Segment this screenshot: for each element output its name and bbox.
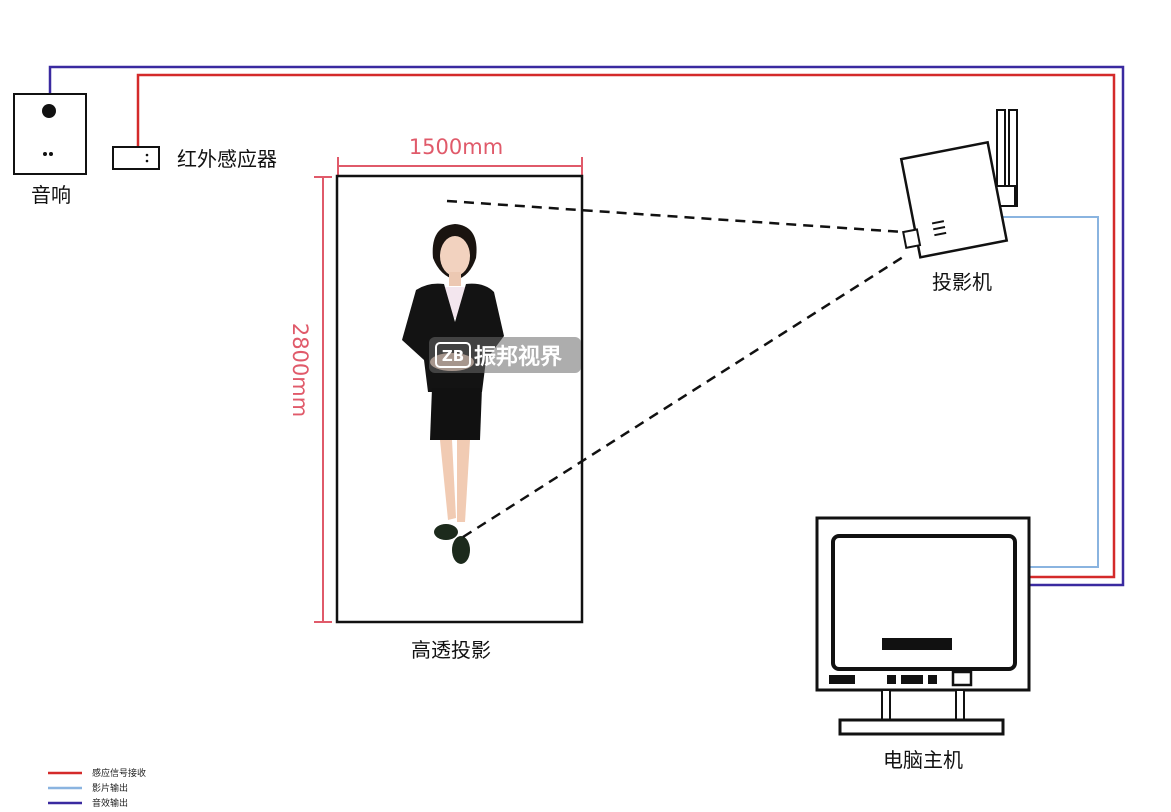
ir-sensor-icon bbox=[112, 146, 160, 170]
width-dimension-line bbox=[337, 157, 583, 175]
legend-label-video: 影片输出 bbox=[92, 782, 128, 794]
ir-sensor-label: 红外感应器 bbox=[177, 147, 277, 171]
watermark-text: 振邦视界 bbox=[474, 344, 562, 370]
width-dimension-label: 1500mm bbox=[409, 135, 503, 159]
screen-label: 高透投影 bbox=[411, 638, 491, 662]
watermark-logo: ZB bbox=[429, 337, 581, 373]
signal-receive-line bbox=[136, 73, 1116, 579]
legend: 感应信号接收 影片输出 音效输出 bbox=[48, 767, 146, 809]
speaker-label: 音响 bbox=[31, 183, 71, 207]
height-dimension-line bbox=[314, 176, 332, 623]
projector-icon bbox=[899, 109, 1018, 259]
video-output-line bbox=[998, 216, 1099, 568]
speaker-icon bbox=[13, 93, 87, 175]
computer-label: 电脑主机 bbox=[883, 748, 963, 772]
legend-label-audio: 音效输出 bbox=[92, 797, 128, 809]
projector-label: 投影机 bbox=[932, 270, 992, 294]
svg-text:ZB: ZB bbox=[442, 347, 464, 365]
projection-beam-bottom bbox=[462, 255, 904, 539]
height-dimension-label: 2800mm bbox=[288, 323, 312, 417]
projection-beam-top bbox=[446, 199, 904, 234]
computer-monitor-icon bbox=[815, 516, 1031, 736]
legend-label-signal: 感应信号接收 bbox=[92, 767, 146, 779]
audio-output-line bbox=[48, 65, 1125, 587]
